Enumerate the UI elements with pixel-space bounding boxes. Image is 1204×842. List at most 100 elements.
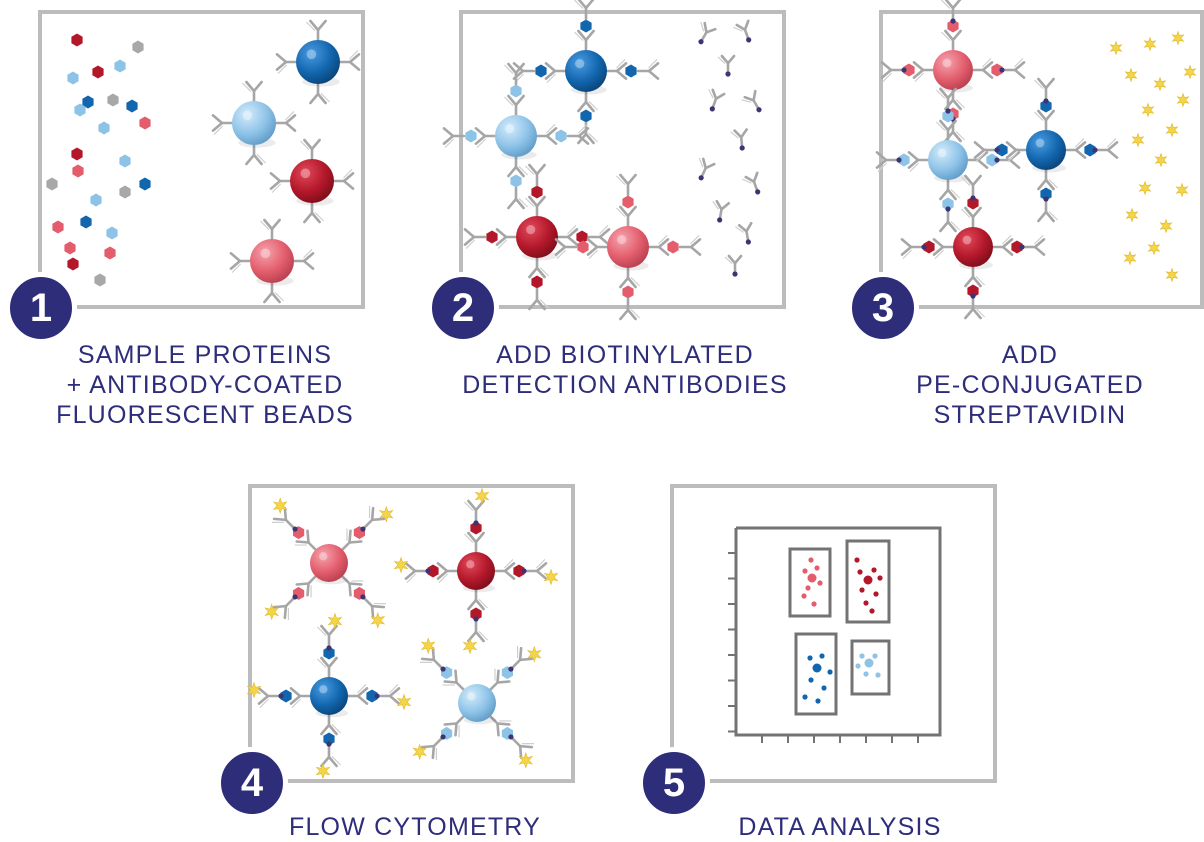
antibody-icon — [331, 168, 355, 190]
bead-complex — [246, 612, 412, 780]
protein-hexagon — [622, 285, 634, 299]
antibody-icon — [935, 87, 957, 114]
antibody-icon — [960, 206, 982, 230]
antibody-icon — [316, 656, 338, 680]
protein-hexagon — [119, 154, 131, 168]
bead-complex — [393, 487, 559, 655]
antibody-icon — [573, 0, 595, 21]
protein-hexagon — [132, 40, 144, 54]
pe-star-icon — [370, 611, 386, 629]
bead-complex — [880, 0, 1026, 143]
antibody-icon — [272, 506, 298, 532]
antibody-icon — [442, 127, 466, 149]
scatter-point — [871, 567, 877, 573]
antibody-icon — [360, 506, 386, 532]
caption-line: ADD BIOTINYLATED — [496, 341, 754, 369]
protein-hexagon — [903, 63, 915, 77]
bead-complex — [463, 163, 611, 311]
step-1-badge: 1 — [5, 272, 77, 344]
scatter-point — [877, 575, 883, 581]
scatter-point — [875, 672, 881, 678]
antibody-icon — [508, 646, 534, 672]
antibody-icon — [309, 81, 331, 105]
antibody-icon — [999, 57, 1026, 79]
step-5-badge: 5 — [638, 747, 710, 819]
antibody-icon — [577, 89, 599, 113]
protein-hexagon — [898, 153, 910, 167]
protein-hexagon — [486, 230, 498, 244]
antibody-icon — [528, 255, 550, 279]
scatter-point — [859, 653, 865, 659]
antibody-icon — [442, 669, 466, 692]
gate-box — [788, 547, 832, 618]
pe-star-icon — [378, 505, 394, 523]
pe-star-icon — [1125, 207, 1139, 223]
antibody-icon — [932, 238, 956, 260]
protein-hexagon — [667, 240, 679, 254]
scatter-point — [864, 658, 874, 668]
protein-hexagon — [71, 33, 83, 47]
antibody-icon — [698, 157, 716, 181]
step-4-badge: 4 — [216, 747, 288, 819]
protein-hexagon — [94, 273, 106, 287]
antibody-icon — [544, 62, 568, 84]
antibody-icon — [259, 218, 281, 242]
antibody-icon — [294, 529, 318, 552]
protein-hexagon — [531, 185, 543, 199]
scatter-point — [857, 569, 863, 575]
scatter-point — [859, 587, 865, 593]
bead-complex — [512, 0, 660, 145]
antibody-icon — [615, 205, 637, 229]
protein-hexagon — [74, 103, 86, 117]
bead-dred — [516, 216, 558, 261]
bead-lred — [607, 226, 649, 271]
antibody-icon — [712, 199, 731, 223]
pe-star-icon — [526, 645, 542, 663]
protein-hexagon — [996, 143, 1008, 157]
pe-star-icon — [1147, 240, 1161, 256]
antibody-icon — [524, 195, 546, 219]
protein-hexagon — [427, 564, 439, 578]
antibody-icon — [566, 123, 590, 145]
antibody-icon — [586, 238, 610, 260]
caption-line: STREPTAVIDIN — [933, 401, 1127, 429]
antibody-icon — [488, 668, 511, 692]
antibody-icon — [742, 171, 761, 195]
step-1-caption: SAMPLE PROTEINS + ANTIBODY-COATED FLUORE… — [30, 340, 380, 430]
protein-hexagon — [991, 63, 1003, 77]
scatter-point — [808, 677, 814, 683]
antibody-icon — [508, 734, 534, 760]
gate-box — [794, 632, 838, 716]
scatter-point — [817, 580, 823, 586]
scatter-point — [814, 565, 820, 571]
caption-line: FLOW CYTOMETRY — [288, 813, 541, 841]
pe-star-icon — [412, 743, 428, 761]
antibody-icon — [990, 234, 1014, 256]
protein-hexagon — [139, 177, 151, 191]
pe-star-icon — [1176, 92, 1190, 108]
antibody-icon — [880, 61, 907, 83]
antibody-icon — [495, 228, 519, 250]
pe-star-icon — [1153, 76, 1167, 92]
protein-hexagon — [1084, 143, 1096, 157]
scatter-point — [873, 591, 879, 597]
antibody-icon — [316, 624, 338, 651]
protein-hexagon — [555, 129, 567, 143]
protein-hexagon — [71, 147, 83, 161]
antibody-icon — [735, 221, 753, 245]
protein-hexagon — [465, 129, 477, 143]
pe-star-icon — [474, 487, 490, 505]
protein-hexagon — [580, 19, 592, 33]
caption-line: DETECTION ANTIBODIES — [462, 371, 788, 399]
scatter-plot — [728, 526, 942, 743]
scatter-point — [863, 671, 869, 677]
protein-hexagon — [923, 240, 935, 254]
scatter-point — [827, 669, 833, 675]
step-3-badge: 3 — [847, 272, 919, 344]
pe-star-icon — [272, 497, 288, 515]
protein-hexagon — [280, 689, 292, 703]
bead-dblue — [1026, 130, 1066, 173]
bead-complex — [973, 77, 1119, 223]
antibody-icon — [272, 594, 298, 620]
antibody-icon — [1005, 141, 1029, 163]
